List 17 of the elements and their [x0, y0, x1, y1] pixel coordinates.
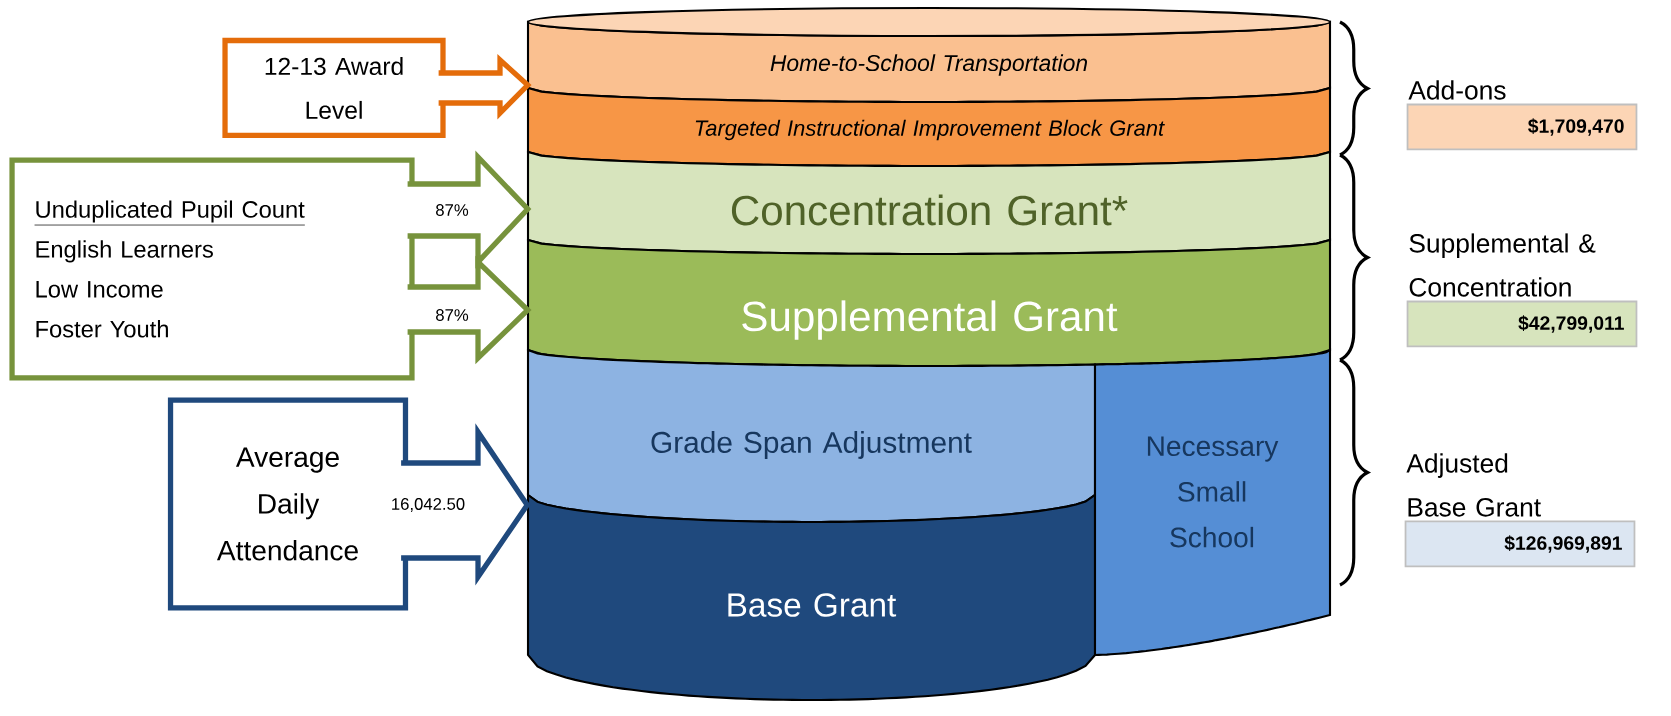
cylinder-band: Targeted Instructional Improvement Block Grant	[526, 86, 1332, 168]
heading: Adjusted Base Grant	[1406, 453, 1541, 517]
heading: Add-ons	[1408, 80, 1506, 100]
cylinder-band: Home-to-School Transportation	[526, 6, 1332, 104]
cylinder-band: Necessary Small School	[1093, 348, 1332, 657]
block-arrow	[436, 54, 532, 120]
edge-label: 87%	[436, 204, 469, 216]
block-arrow	[398, 423, 531, 586]
callout-box: 12-13 Award Level	[222, 37, 446, 139]
callout-box: Unduplicated Pupil Count English Learners Low Income Foster Youth	[9, 157, 415, 381]
edge-label: 87%	[436, 309, 469, 321]
cylinder-band: Concentration Grant*	[526, 150, 1332, 256]
value-box: $1,709,470	[1406, 103, 1638, 151]
heading: Supplemental & Concentration	[1409, 233, 1596, 297]
edge-label: 16,042.50	[392, 498, 465, 512]
value-box: $126,969,891	[1404, 520, 1636, 568]
value-box: $42,799,011	[1406, 300, 1638, 348]
